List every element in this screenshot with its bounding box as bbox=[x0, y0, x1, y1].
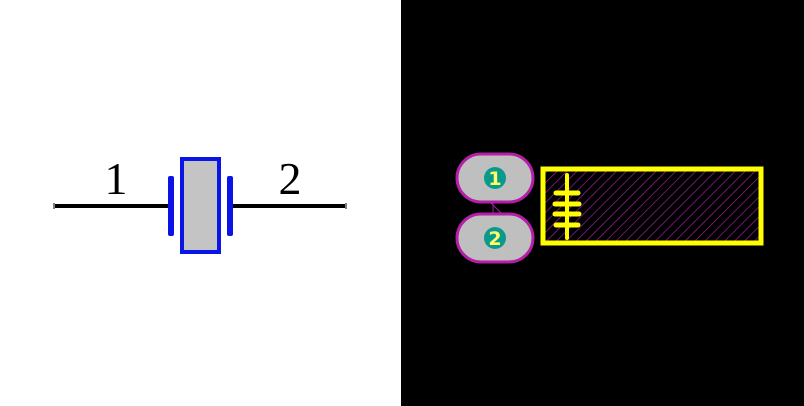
footprint-canvas: 1 2 bbox=[455, 152, 764, 264]
crystal-body bbox=[180, 157, 221, 254]
pad-1[interactable]: 1 bbox=[455, 152, 535, 204]
silkscreen-outline bbox=[540, 166, 764, 246]
crystal-plate-left bbox=[168, 176, 174, 236]
schematic-view: 1 2 bbox=[0, 0, 401, 406]
crystal-plate-right bbox=[227, 176, 233, 236]
crystal-symbol-icon bbox=[552, 173, 582, 240]
pad-label-2: 2 bbox=[488, 228, 501, 250]
footprint-view: 1 2 bbox=[401, 0, 804, 406]
pad-2[interactable]: 2 bbox=[455, 212, 535, 264]
pin-label-2: 2 bbox=[279, 153, 302, 204]
pad-number-badge-2 bbox=[484, 227, 506, 249]
pin-label-1: 1 bbox=[105, 153, 128, 204]
schematic-canvas: 1 2 bbox=[53, 153, 347, 254]
pad-number-badge-1 bbox=[484, 167, 506, 189]
pad-label-1: 1 bbox=[488, 168, 501, 190]
